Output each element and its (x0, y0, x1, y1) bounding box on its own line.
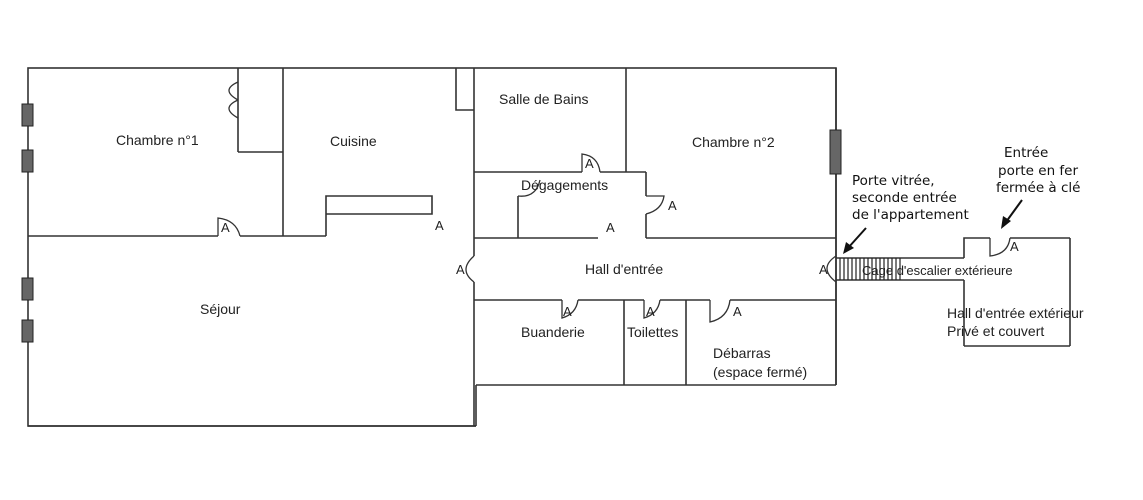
room-label-hall-ext-2: Privé et couvert (947, 323, 1044, 339)
arrowhead-icon (1001, 216, 1011, 229)
room-label-degagements: Dégagements (521, 177, 608, 193)
door-swings (217, 153, 837, 323)
room-label-cuisine: Cuisine (330, 133, 377, 149)
annotation-porte-vitree: Porte vitrée, seconde entrée de l'appart… (843, 173, 969, 254)
annotation-porte-vitree-line3: de l'appartement (852, 207, 969, 223)
apartment-outline (28, 68, 838, 429)
room-label-sejour: Séjour (200, 301, 241, 317)
door-marker: A (668, 198, 677, 213)
window (21, 319, 34, 343)
room-label-salle-de-bains: Salle de Bains (499, 91, 589, 107)
room-label-chambre2: Chambre n°2 (692, 134, 775, 150)
annotation-entree-fer-line2: porte en fer (998, 163, 1078, 179)
door-marker: A (435, 218, 444, 233)
door-marker: A (646, 304, 655, 319)
annotation-entree-fer-line3: fermée à clé (996, 180, 1080, 196)
door-markers: A A A A A A A A A A A (221, 156, 1019, 319)
annotation-porte-vitree-line2: seconde entrée (852, 190, 957, 206)
annotation-entree-fer-line1: Entrée (1004, 145, 1048, 161)
room-label-hall: Hall d'entrée (585, 261, 663, 277)
room-label-debarras-note: (espace fermé) (713, 364, 807, 380)
window (21, 149, 34, 173)
room-label-cage-escalier: Cage d'escalier extérieure (862, 263, 1013, 278)
exterior-staircase (836, 257, 964, 281)
door-marker: A (733, 304, 742, 319)
door-marker: A (456, 262, 465, 277)
room-label-toilettes: Toilettes (627, 324, 678, 340)
window (829, 129, 842, 175)
annotation-entree-fer: Entrée porte en fer fermée à clé (996, 145, 1080, 229)
door-marker: A (606, 220, 615, 235)
arrowhead-icon (843, 242, 854, 254)
stair-treads (839, 258, 901, 280)
arrow-porte-vitree (847, 227, 867, 249)
door-marker: A (585, 156, 594, 171)
exterior-hall (963, 237, 1071, 347)
window (21, 103, 34, 127)
door-marker: A (819, 262, 828, 277)
closet-doors (228, 81, 239, 119)
annotation-porte-vitree-line1: Porte vitrée, (852, 173, 935, 189)
window (21, 277, 34, 301)
interior-walls (28, 68, 836, 426)
door-marker: A (221, 220, 230, 235)
room-label-debarras: Débarras (713, 345, 771, 361)
room-label-chambre1: Chambre n°1 (116, 132, 199, 148)
room-label-hall-ext-1: Hall d'entrée extérieur (947, 305, 1084, 321)
room-labels: Chambre n°1 Cuisine Salle de Bains Chamb… (116, 91, 1084, 380)
windows (21, 103, 842, 343)
room-label-buanderie: Buanderie (521, 324, 585, 340)
door-marker: A (563, 304, 572, 319)
arrow-entree-fer (1005, 199, 1023, 223)
door-marker: A (1010, 239, 1019, 254)
